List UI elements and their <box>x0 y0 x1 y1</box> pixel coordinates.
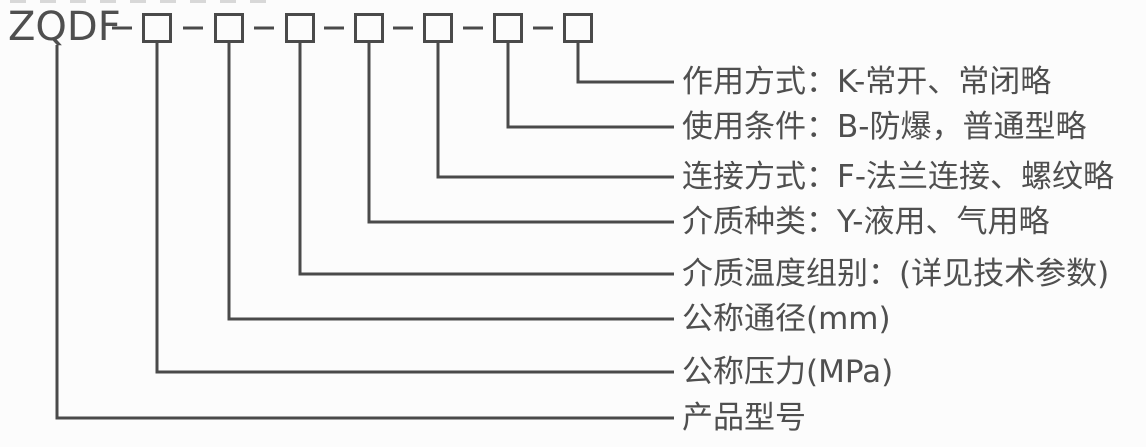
code-placeholder-box-5 <box>423 13 453 43</box>
leader-nominal-pressure <box>155 43 674 374</box>
label-connection-type: 连接方式：F-法兰连接、螺纹略 <box>682 159 1115 195</box>
label-product-model: 产品型号 <box>682 400 806 436</box>
leader-product-model <box>55 45 674 420</box>
leader-nominal-diameter <box>227 43 674 321</box>
label-nominal-diameter: 公称通径(mm) <box>682 301 891 337</box>
code-placeholder-box-2 <box>214 13 244 43</box>
leader-medium-temperature-group <box>298 43 674 276</box>
code-placeholder-box-1 <box>142 13 172 43</box>
leader-actuation-mode <box>576 43 674 84</box>
model-prefix: ZQDF <box>8 4 121 50</box>
leader-medium-type <box>367 43 674 224</box>
code-placeholder-box-6 <box>493 13 523 43</box>
label-medium-temperature-group: 介质温度组别：(详见技术参数) <box>682 256 1110 292</box>
code-placeholder-box-3 <box>285 13 315 43</box>
cropped-text-artifact <box>10 0 280 3</box>
label-actuation-mode: 作用方式：K-常开、常闭略 <box>682 64 1052 100</box>
leader-connection-type <box>436 43 674 179</box>
label-nominal-pressure: 公称压力(MPa) <box>682 354 894 390</box>
code-placeholder-box-7 <box>563 13 593 43</box>
label-service-condition: 使用条件：B-防爆，普通型略 <box>682 109 1087 145</box>
code-placeholder-box-4 <box>354 13 384 43</box>
label-medium-type: 介质种类：Y-液用、气用略 <box>682 204 1050 240</box>
leader-service-condition <box>506 43 674 129</box>
